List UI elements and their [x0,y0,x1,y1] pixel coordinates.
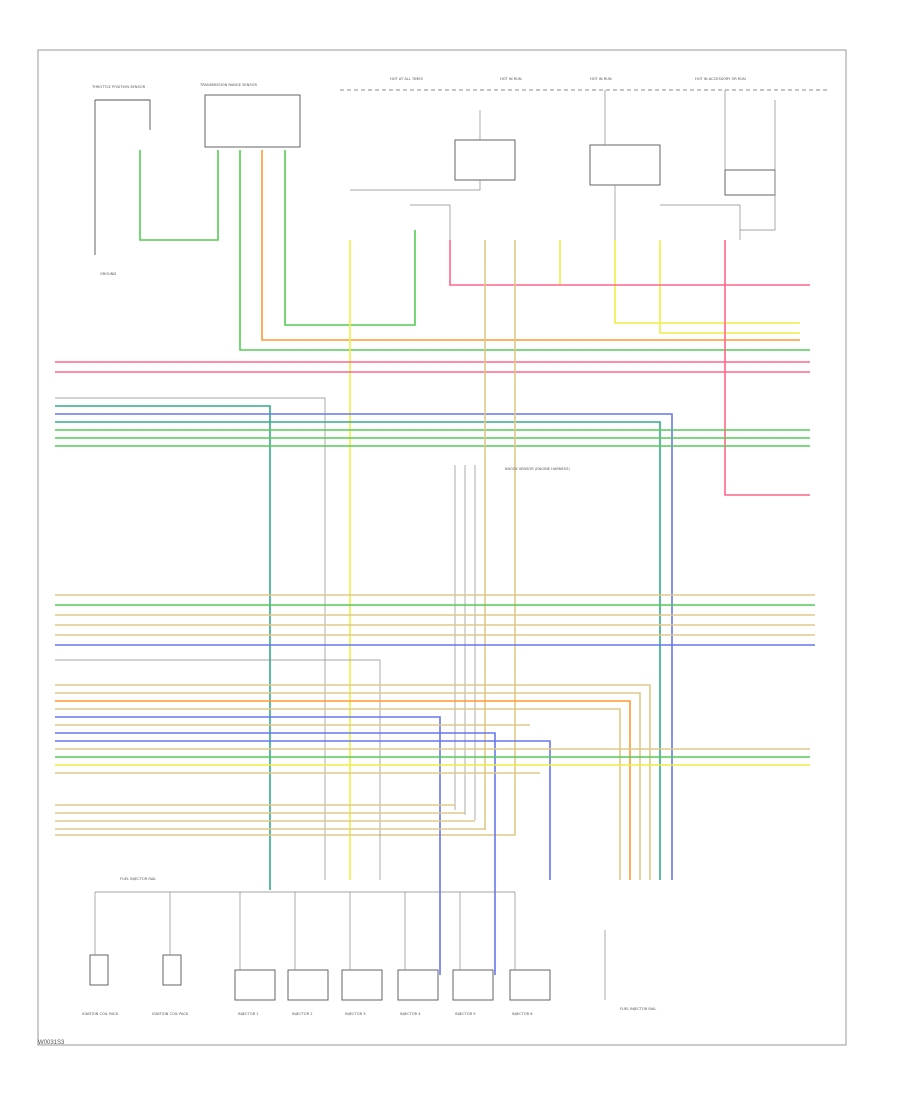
injector-6-box [509,969,551,1001]
low-line-3 [55,700,631,880]
diagram-frame [37,49,847,1046]
injector-3-box [341,969,383,1001]
top-label-hot-in-accessory: HOT IN ACCESSORY OR RUN [695,77,746,81]
top-label-hot-in-run-1: HOT IN RUN [500,77,522,81]
coil-pack-2-box [162,954,182,986]
wire-grey-1 [55,397,326,880]
bottom-label-coil-2: IGNITION COIL PACK [152,1012,189,1016]
bottom-label-inj-4: INJECTOR 4 [400,1012,421,1016]
bottom-label-coil-1: IGNITION COIL PACK [82,1012,119,1016]
diagram-footer-code: W0031S3 [38,1040,65,1046]
coil-bus-label: FUEL INJECTOR RAIL [120,877,156,881]
bottom-label-inj-5: INJECTOR 5 [455,1012,476,1016]
injector-2-box [287,969,329,1001]
low-line-4 [55,708,621,880]
bottom-label-inj-6: INJECTOR 6 [512,1012,533,1016]
knock-sensor-label: KNOCK SENSOR (ENGINE HARNESS) [505,467,570,471]
relay-wire-e [410,204,451,240]
throttle-pos-top [95,99,151,130]
wire-teal-2 [55,421,661,880]
bottom-label-fuel-rail: FUEL INJECTOR RAIL [620,1007,656,1011]
relay-box-1 [454,139,516,181]
injector-1-box [234,969,276,1001]
wire-teal-1 [55,405,271,890]
coil-pack-1-box [89,954,109,986]
bottom-label-inj-2: INJECTOR 2 [292,1012,313,1016]
ground-label: GROUND [100,272,116,276]
relay-wire-h [740,100,776,231]
wire-blue-1 [55,413,673,880]
wire-yellow-2 [614,240,800,324]
relay-wire-g [660,204,741,240]
bottom-label-inj-3: INJECTOR 3 [345,1012,366,1016]
wire-yellow-3 [659,240,800,334]
bottom-label-inj-1: INJECTOR 1 [238,1012,259,1016]
wire-pink-1 [449,240,810,286]
top-label-hot-in-run-2: HOT IN RUN [590,77,612,81]
wire-orange [261,150,800,341]
low-line-5 [55,716,441,975]
wire-pink-4 [724,240,810,496]
low-line-7 [55,732,496,975]
trans-range-label: TRANSMISSION RANGE SENSOR [199,83,257,87]
wire-tan-2 [55,240,516,836]
injector-5-box [452,969,494,1001]
bus-line-7 [55,659,381,880]
low-line-8 [55,740,551,880]
relay-box-3 [724,169,776,196]
wire-green-long [239,150,810,351]
relay-box-2 [589,144,661,186]
trans-range-box [204,94,301,148]
throttle-pos-label: THROTTLE POSITION SENSOR [91,85,146,89]
low-line-1 [55,684,651,880]
wire-green-tps [139,150,219,241]
relay-wire-d [350,180,481,191]
top-label-hot-at-all-times: HOT AT ALL TIMES [390,77,424,81]
injector-4-box [397,969,439,1001]
low-line-2 [55,692,641,880]
